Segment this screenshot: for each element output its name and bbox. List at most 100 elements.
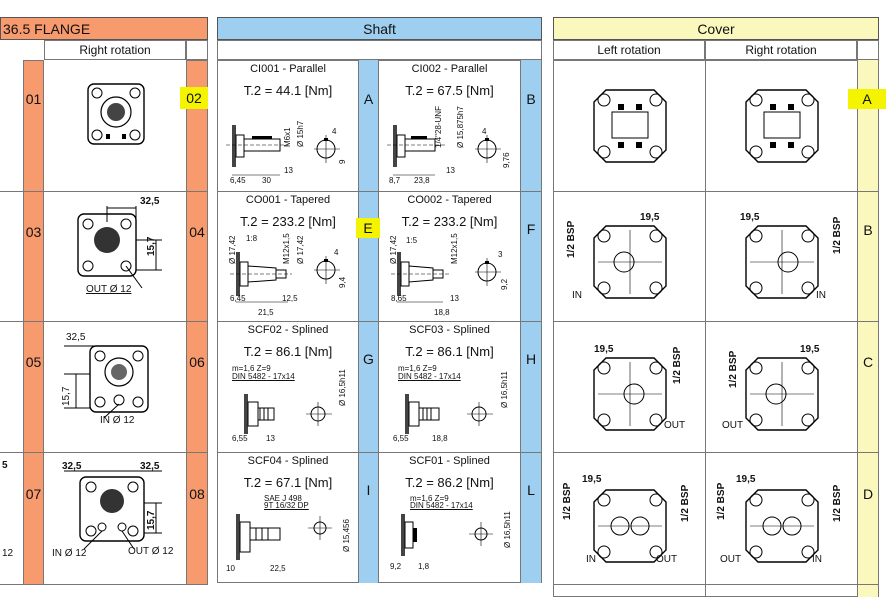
shaft-cell-name: SCF01 - Splined <box>409 455 490 467</box>
flange-code-04: 04 <box>189 224 205 240</box>
cover-header: Cover <box>553 17 879 40</box>
cover-left-header-label: Left rotation <box>597 43 661 57</box>
cover-drawing-A-right <box>745 89 819 163</box>
dim: 6,55 <box>232 434 248 443</box>
flange-05-dim-b: 15,7 <box>61 386 72 406</box>
flange-code-02: 02 <box>180 87 208 109</box>
flange-code-01: 01 <box>25 91 42 107</box>
cover-D-right-d3: 1/2 BSP <box>832 484 843 522</box>
dim: 8,65 <box>391 294 407 303</box>
cover-B-right-label: IN <box>816 290 826 301</box>
dim: Ø 15h7 <box>296 120 305 147</box>
dim: 4 <box>332 127 337 136</box>
dim: 21,5 <box>258 308 274 317</box>
shaft-drawing-SCF02 <box>244 394 332 434</box>
cover-D-right-d2: 1/2 BSP <box>716 482 727 520</box>
cover-drawing-D-left <box>593 489 667 563</box>
cover-code-C: C <box>862 354 874 370</box>
shaft-drawing-SCF01 <box>401 514 493 556</box>
dim: 9,2 <box>500 278 509 290</box>
dim: 6,55 <box>393 434 409 443</box>
dim: 1/4"28-UNF <box>434 106 443 148</box>
shaft-code-I: I <box>366 482 371 498</box>
cover-D-left-d3: 1/2 BSP <box>680 484 691 522</box>
cover-C-right-d1: 19,5 <box>800 344 820 355</box>
flange-drawing-03 <box>77 206 162 289</box>
dim: 8,7 <box>389 176 401 185</box>
flange-07-label-in: IN Ø 12 <box>52 548 87 559</box>
cover-C-left-d1: 19,5 <box>594 344 614 355</box>
spec: m=1,6 Z=9 <box>398 364 437 373</box>
shaft-header: Shaft <box>217 17 542 40</box>
dim: 6,45 <box>230 294 246 303</box>
dim: Ø 15,875h7 <box>456 106 465 148</box>
spec: 9T 16/32 DP <box>264 501 309 510</box>
shaft-cell-name: SCF04 - Splined <box>247 455 329 467</box>
dim: 22,5 <box>270 564 286 573</box>
cover-B-left-d2: 1/2 BSP <box>566 220 577 258</box>
shaft-cell-torque: T.2 = 44.1 [Nm] <box>243 83 333 98</box>
flange-code-06: 06 <box>189 354 205 370</box>
flange-07-dim-a: 32,5 <box>62 461 82 472</box>
flange-05-dim-a: 32,5 <box>66 332 86 343</box>
dim: 18,8 <box>434 308 450 317</box>
flange-subheader: Right rotation <box>44 40 186 60</box>
dim: 4 <box>334 248 339 257</box>
flange-subheader-label: Right rotation <box>79 43 151 57</box>
dim: 13 <box>450 294 459 303</box>
cover-drawing-B-right <box>745 225 819 299</box>
cover-D-right-label2: IN <box>812 554 822 565</box>
cover-B-left-d1: 19,5 <box>640 212 660 223</box>
dim: 9,4 <box>338 276 347 288</box>
flange-03-dim-a: 32,5 <box>140 196 160 207</box>
dim: 12,5 <box>282 294 298 303</box>
shaft-cell-torque: T.2 = 86.1 [Nm] <box>405 344 494 359</box>
shaft-drawing-CI002 <box>387 125 501 176</box>
cover-code-strip <box>857 60 879 597</box>
dim: Ø 17,42 <box>296 235 305 264</box>
flange-left-fragment-bottom: 12 <box>2 548 14 559</box>
dim: 30 <box>262 176 271 185</box>
cover-drawing-B-left <box>593 225 667 299</box>
shaft-title: Shaft <box>363 20 396 37</box>
shaft-cell-torque: T.2 = 67.5 [Nm] <box>405 83 494 98</box>
flange-05-label: IN Ø 12 <box>100 415 135 426</box>
flange-07-label-out: OUT Ø 12 <box>128 546 174 557</box>
flange-code-03: 03 <box>25 224 42 240</box>
shaft-cell-name: SCF02 - Splined <box>247 324 329 336</box>
flange-03-label: OUT Ø 12 <box>86 284 132 295</box>
cover-right-header: Right rotation <box>705 40 857 60</box>
cover-C-right-d2: 1/2 BSP <box>728 350 739 388</box>
shaft-code-G: G <box>363 351 374 367</box>
cover-code-B: B <box>863 222 873 238</box>
shaft-cell-torque: T.2 = 67.1 [Nm] <box>243 475 333 490</box>
dim: Ø 16,5h11 <box>338 369 347 406</box>
flange-drawing-05 <box>64 345 149 419</box>
shaft-drawing-SCF04 <box>236 514 332 560</box>
cover-drawing-D-right <box>745 489 819 563</box>
flange-03-dim-b: 15,7 <box>146 236 157 256</box>
cover-B-left-label: IN <box>572 290 582 301</box>
flange-07-dim-c: 15,7 <box>146 510 157 530</box>
dim: 6,45 <box>230 176 246 185</box>
dim: 10 <box>226 564 235 573</box>
dim: 9 <box>338 159 347 164</box>
spec: m=1,6 Z=9 <box>232 364 271 373</box>
cover-D-left-label2: OUT <box>656 554 678 565</box>
cover-drawing-A-left <box>593 89 667 163</box>
shaft-cell-name: CO001 - Tapered <box>245 194 331 206</box>
spec: DIN 5482 - 17x14 <box>398 372 461 381</box>
flange-code-05: 05 <box>25 354 42 370</box>
dim: 18,8 <box>432 434 448 443</box>
dim: 13 <box>446 166 455 175</box>
flange-left-fragment: 5 <box>2 460 8 471</box>
cover-D-left-label1: IN <box>586 554 596 565</box>
flange-07-dim-b: 32,5 <box>140 461 160 472</box>
dim: M12x1,5 <box>450 233 459 264</box>
shaft-drawing-CO001 <box>230 252 340 303</box>
shaft-drawing-CO002 <box>391 252 501 303</box>
dim: 9,76 <box>502 152 511 168</box>
shaft-subheader <box>217 40 542 60</box>
dim: Ø 16,5h11 <box>500 371 509 408</box>
shaft-drawing-SCF03 <box>405 394 493 434</box>
